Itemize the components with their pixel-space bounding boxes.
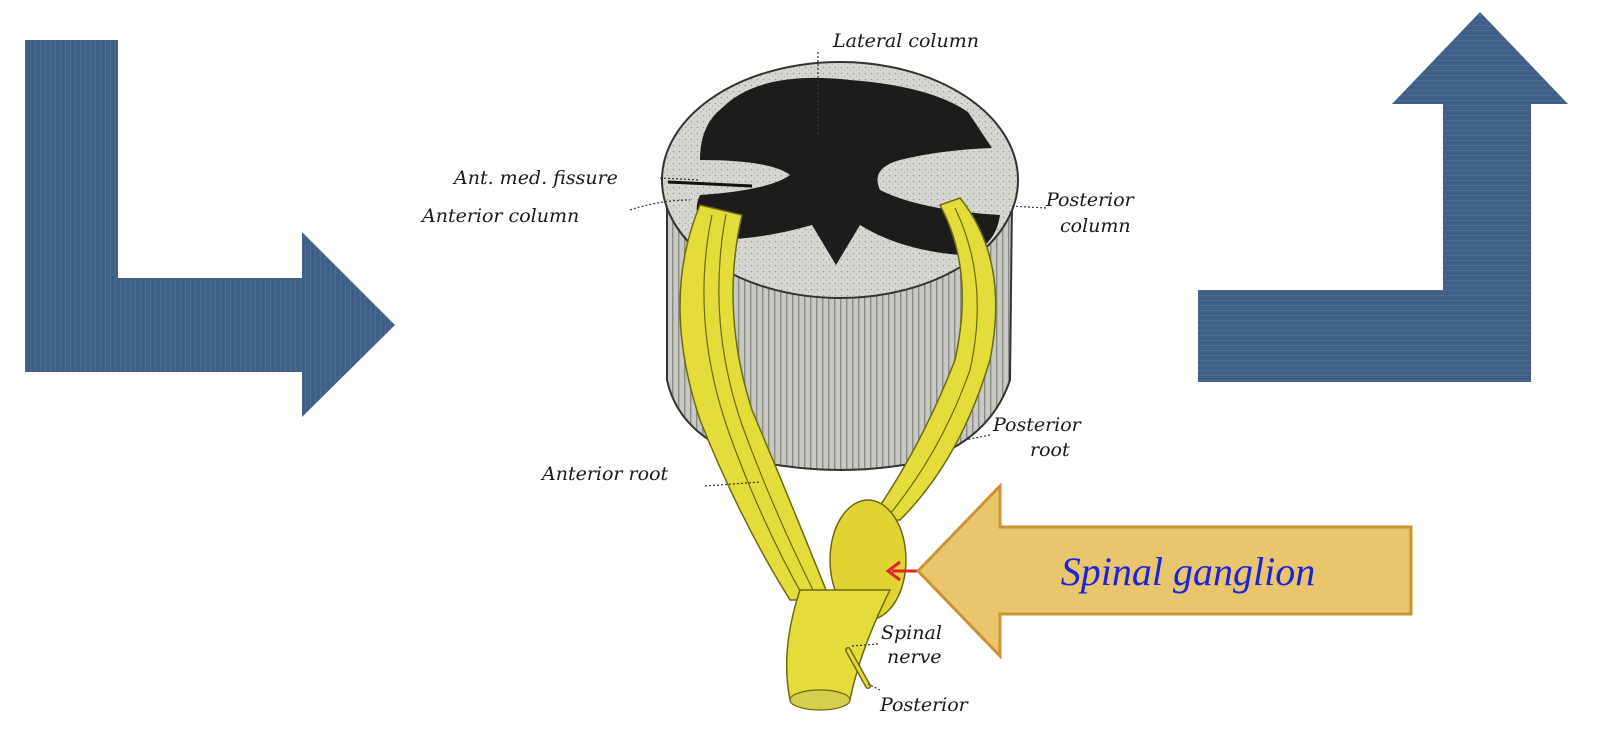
label-posterior-bottom: Posterior <box>879 694 970 716</box>
label-spinal-nerve-line2: nerve <box>887 646 942 668</box>
label-spinal-nerve-line1: Spinal <box>881 622 942 644</box>
label-anterior-root: Anterior root <box>540 463 669 485</box>
label-posterior-column-line2: column <box>1060 215 1131 237</box>
bent-arrow-right-icon <box>1198 12 1568 382</box>
label-lateral-column: Lateral column <box>832 30 979 52</box>
bent-arrow-left-icon <box>25 40 395 417</box>
label-posterior-root-line2: root <box>1030 439 1070 461</box>
spinal-ganglion-callout-text: Spinal ganglion <box>1061 549 1315 594</box>
label-posterior-root-line1: Posterior <box>992 414 1083 436</box>
label-anterior-column: Anterior column <box>420 205 579 227</box>
label-posterior-column-line1: Posterior <box>1045 189 1136 211</box>
label-ant-med-fissure: Ant. med. fissure <box>452 167 618 189</box>
